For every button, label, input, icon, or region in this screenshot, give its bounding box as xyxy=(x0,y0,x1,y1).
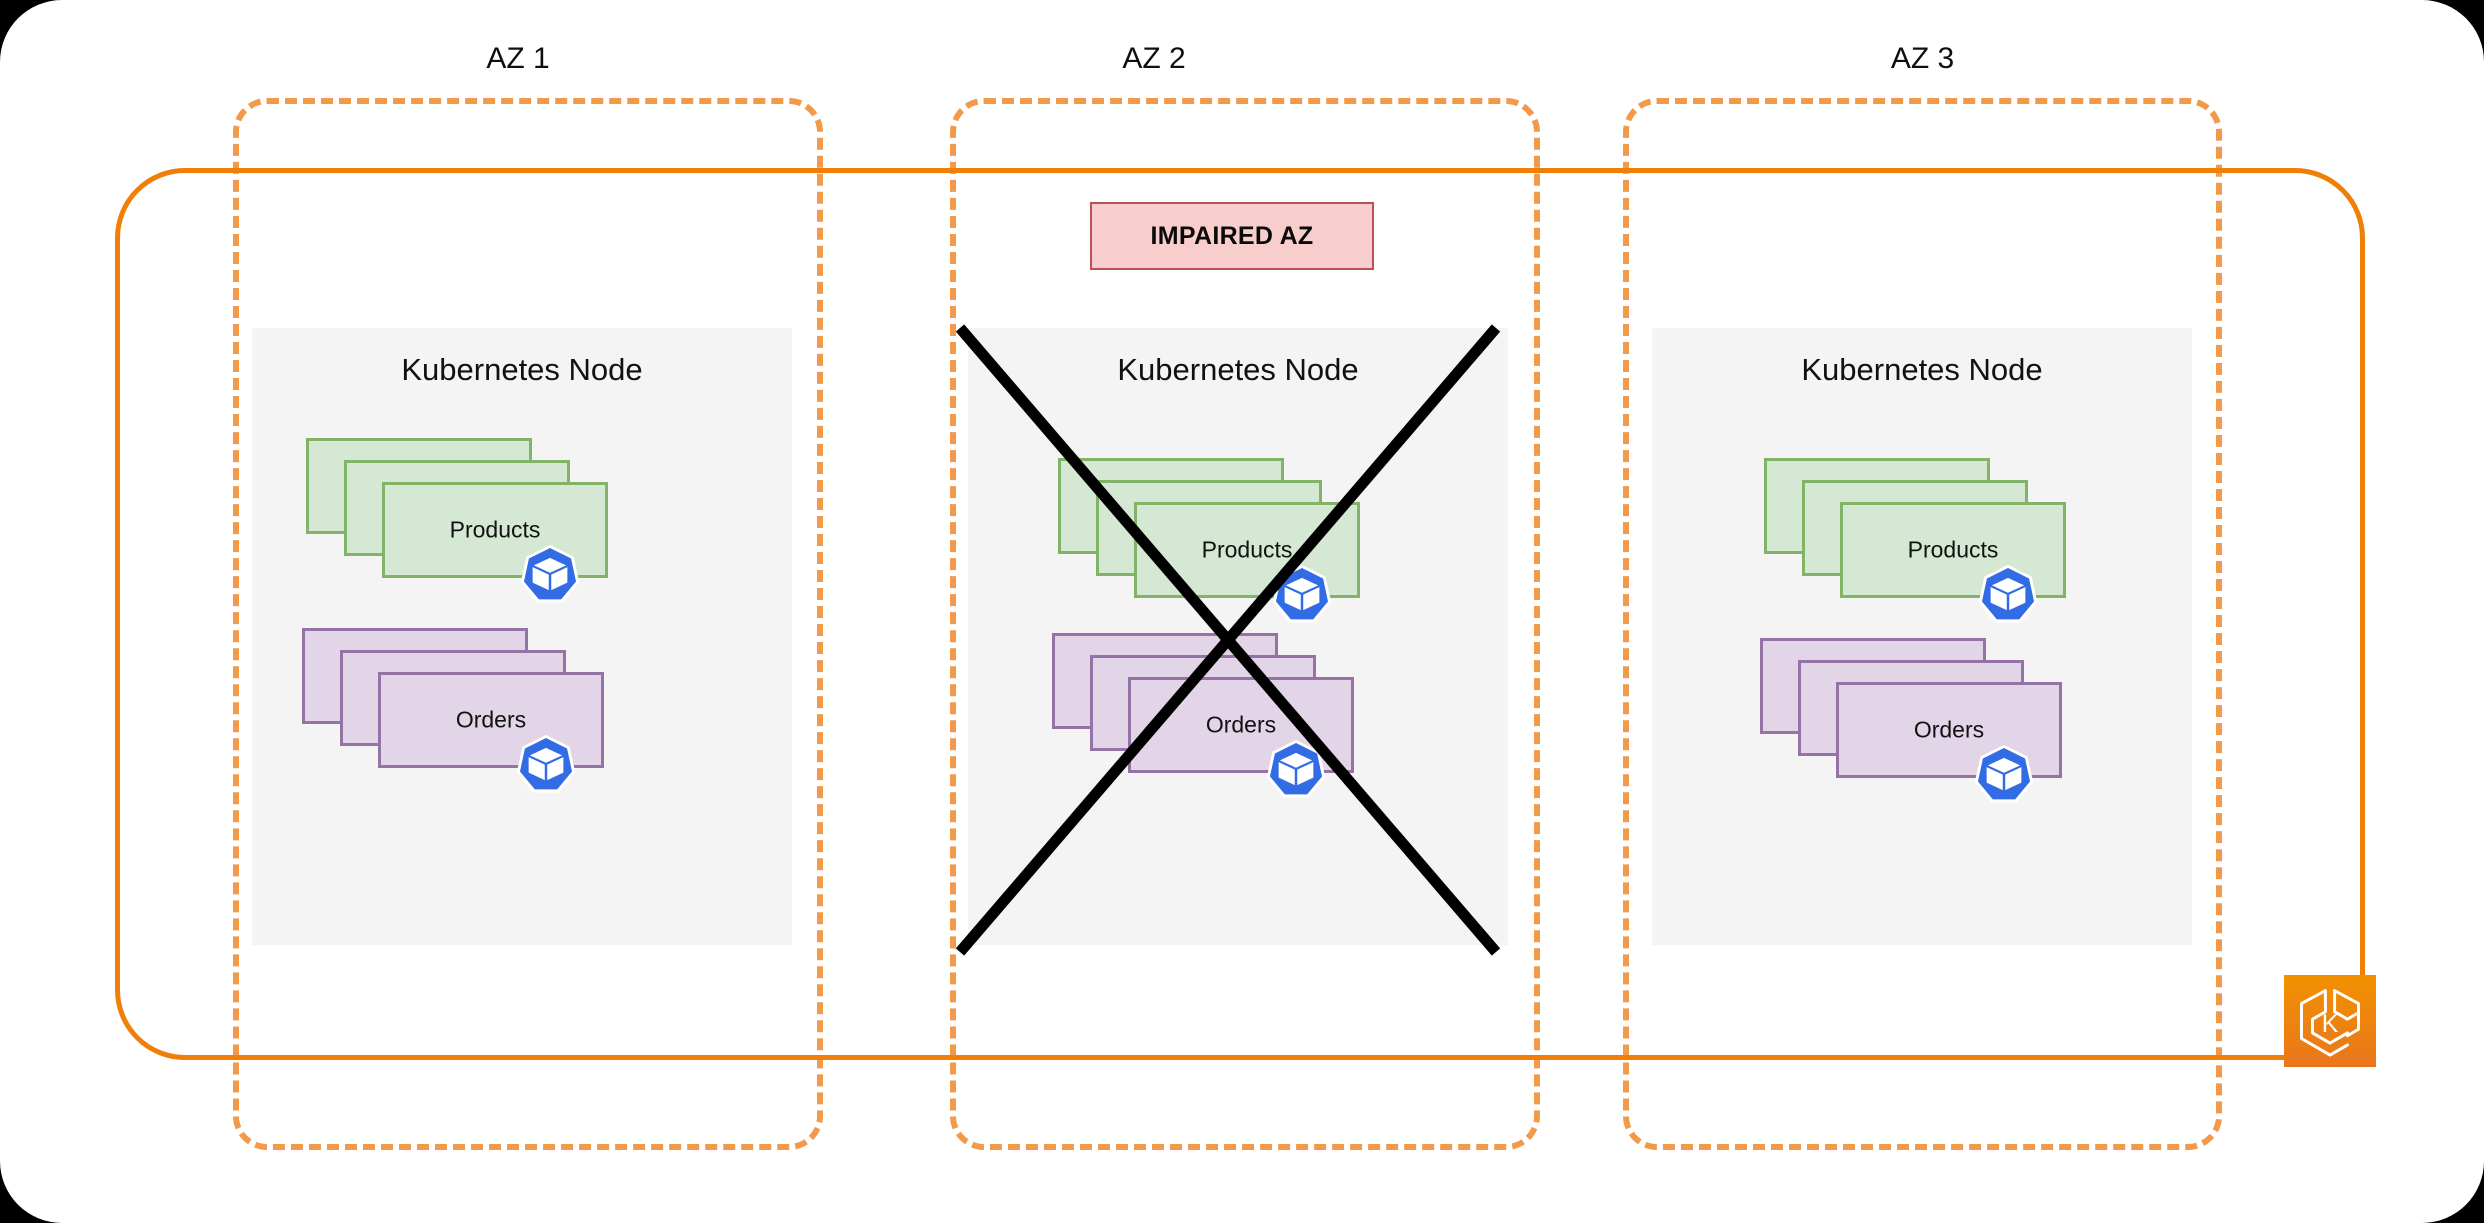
az-column-2 xyxy=(950,98,1540,1150)
pod-stack-products-3: Products xyxy=(1764,458,2066,623)
pod-label: Products xyxy=(1907,536,1999,563)
node-title-3: Kubernetes Node xyxy=(1801,352,2043,387)
kubernetes-node-1: Kubernetes Node Products xyxy=(252,328,792,945)
kubernetes-node-3: Kubernetes Node Products xyxy=(1652,328,2192,945)
az-label-3: AZ 3 xyxy=(1890,42,1955,75)
pod-stack-orders-3: Orders xyxy=(1760,638,2062,803)
pod-label: Products xyxy=(449,516,541,543)
pod-stack-orders-1: Orders xyxy=(302,628,604,793)
kubernetes-icon xyxy=(519,543,581,605)
aws-eks-icon: K xyxy=(2284,975,2376,1067)
pod-label: Orders xyxy=(1205,711,1277,738)
pod-label: Products xyxy=(1201,536,1293,563)
kubernetes-icon xyxy=(515,733,577,795)
pod-label: Orders xyxy=(455,706,527,733)
kubernetes-icon xyxy=(1265,738,1327,800)
impaired-az-banner: IMPAIRED AZ xyxy=(1090,202,1374,270)
pod-stack-products-1: Products xyxy=(306,438,608,603)
eks-cluster-boundary xyxy=(115,168,2365,1060)
node-title-1: Kubernetes Node xyxy=(401,352,643,387)
az-label-1: AZ 1 xyxy=(486,42,550,75)
kubernetes-icon xyxy=(1977,563,2039,625)
pod-label: Orders xyxy=(1913,716,1985,743)
az-column-1 xyxy=(233,98,823,1150)
az-label-2: AZ 2 xyxy=(1122,42,1186,75)
eks-badge-letter: K xyxy=(2322,1011,2339,1038)
kubernetes-icon xyxy=(1271,563,1333,625)
pod-replica: Orders xyxy=(1836,682,2062,778)
kubernetes-icon xyxy=(1973,743,2035,805)
az-column-3 xyxy=(1623,98,2222,1150)
